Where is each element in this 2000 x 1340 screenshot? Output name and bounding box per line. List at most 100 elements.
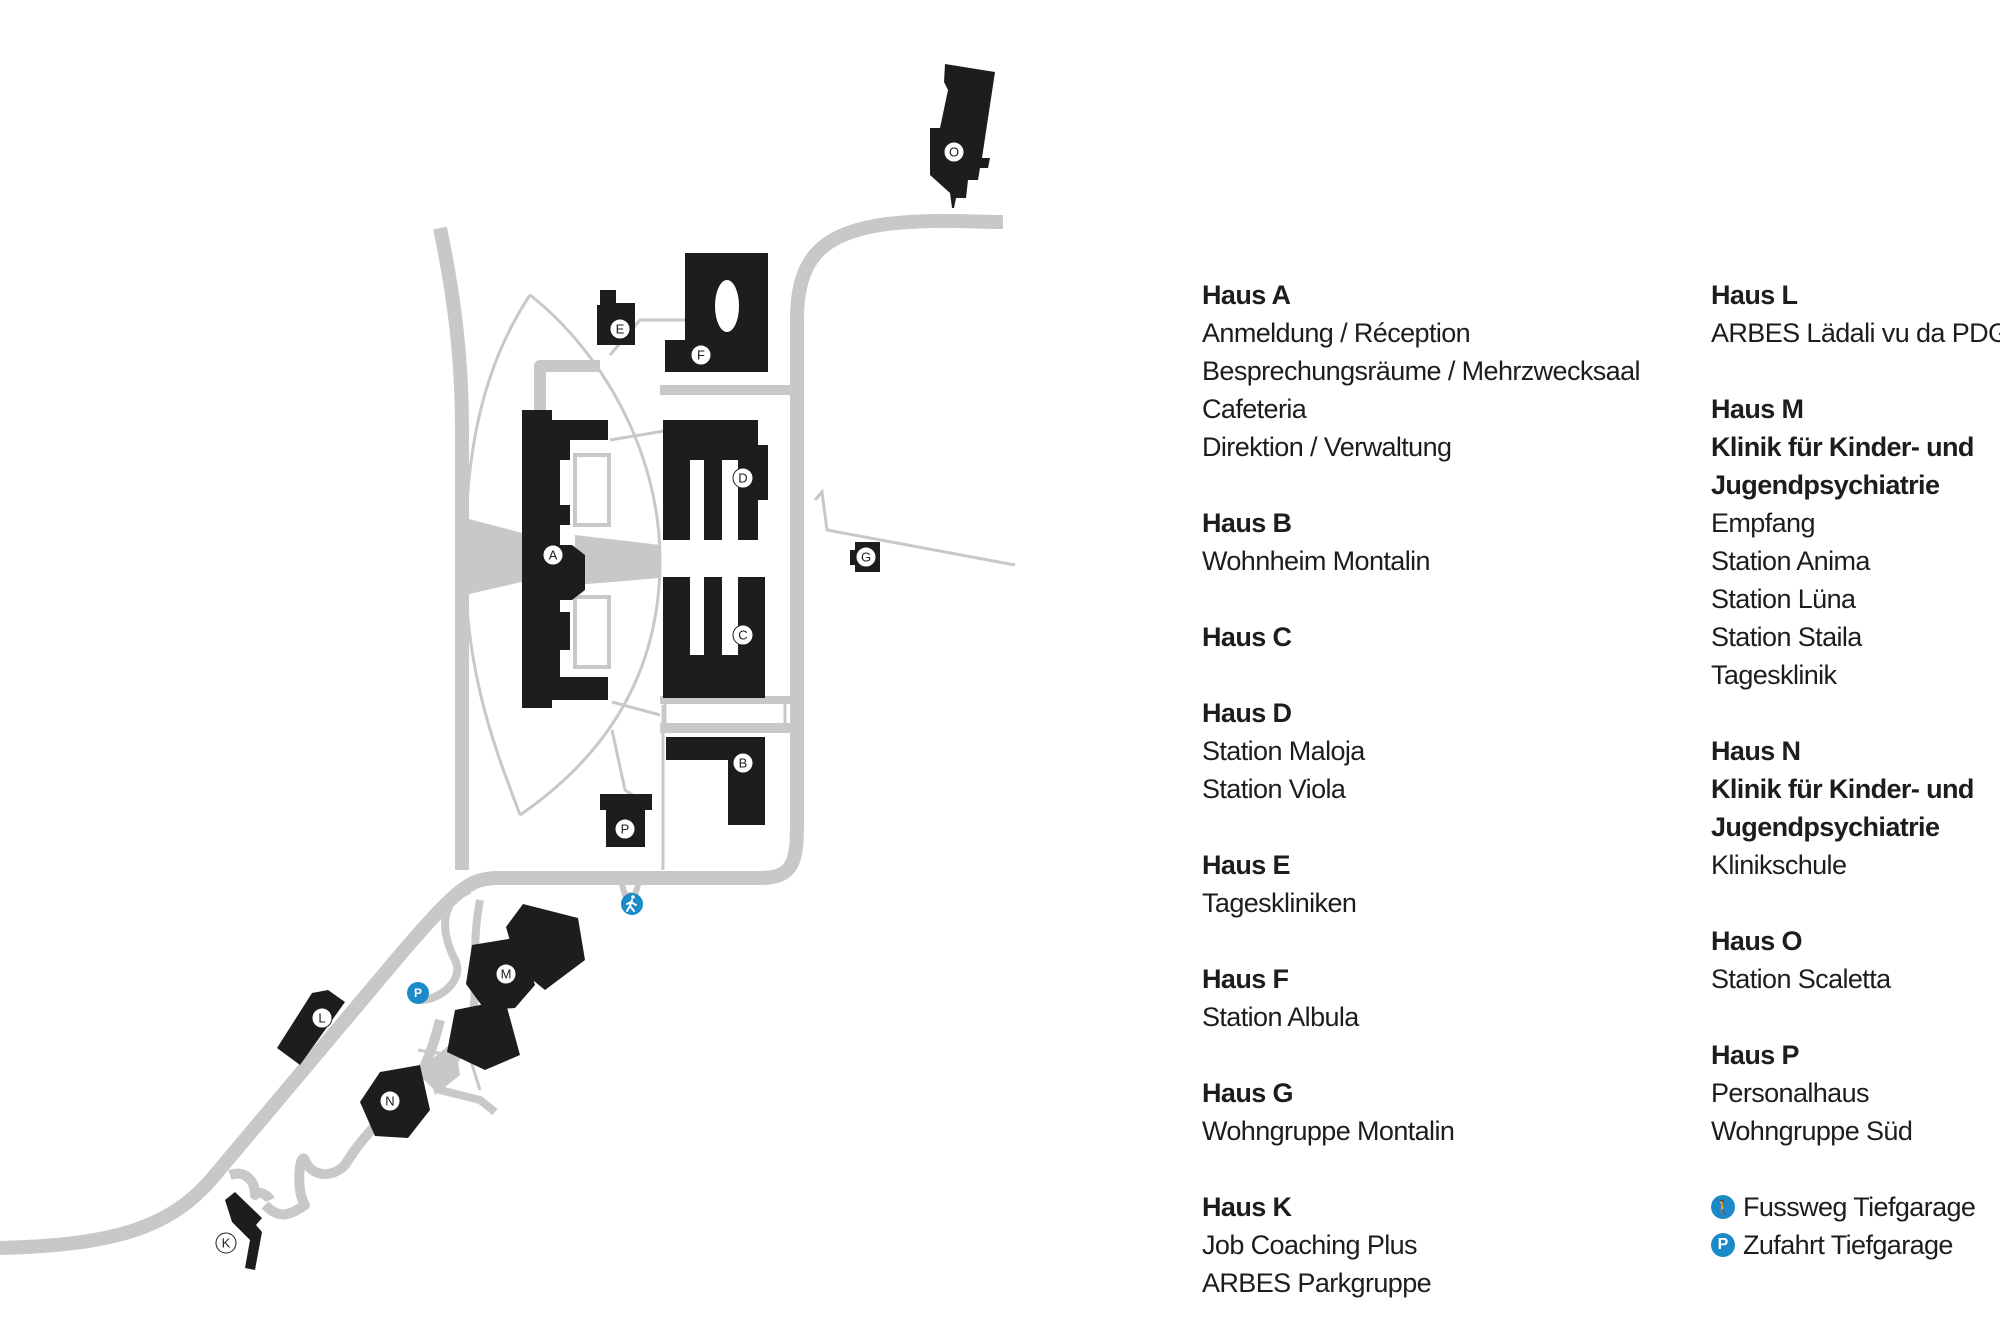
legend-line: Jugendpsychiatrie	[1711, 470, 1940, 500]
legend-line: Jugendpsychiatrie	[1711, 812, 1940, 842]
legend-line: Anmeldung / Réception	[1202, 318, 1471, 348]
legend-line: Job Coaching Plus	[1202, 1230, 1418, 1260]
svg-text:M: M	[501, 967, 512, 982]
legend-heading: Haus E	[1202, 850, 1291, 880]
legend-heading: Haus K	[1202, 1192, 1292, 1222]
legend-line: Wohngruppe Süd	[1711, 1116, 1913, 1146]
svg-text:P: P	[414, 986, 422, 1000]
legend-line: Station Scaletta	[1711, 964, 1891, 994]
legend-symbol-row: 🚶 Fussweg Tiefgarage	[1711, 1188, 2000, 1226]
legend-symbol-label: Fussweg Tiefgarage	[1743, 1192, 1976, 1222]
svg-text:K: K	[222, 1236, 231, 1251]
building-k[interactable]	[225, 1192, 262, 1270]
building-d[interactable]	[663, 420, 768, 540]
legend-line: Klinik für Kinder- und	[1711, 432, 1974, 462]
legend-symbol-label: Zufahrt Tiefgarage	[1743, 1230, 1953, 1260]
label-l: L	[311, 1007, 333, 1029]
parking-marker: P	[407, 982, 429, 1004]
label-o: O	[943, 141, 965, 163]
legend-column-2: Haus L ARBES Lädali vu da PDGR Haus M Klini…	[1711, 276, 2000, 1264]
building-labels: A D C B F E O G P M N L K	[215, 141, 965, 1254]
svg-text:E: E	[616, 322, 625, 337]
legend-heading: Haus D	[1202, 698, 1292, 728]
svg-text:L: L	[318, 1011, 325, 1026]
parking-icon: P	[1711, 1233, 1735, 1257]
legend-line: Station Anima	[1711, 546, 1870, 576]
legend-symbol-row: P Zufahrt Tiefgarage	[1711, 1226, 2000, 1264]
legend-line: Station Maloja	[1202, 736, 1365, 766]
legend-heading: Haus M	[1711, 394, 1804, 424]
campus-map: A D C B F E O G P M N L K P	[0, 64, 1016, 1270]
legend-line: Personalhaus	[1711, 1078, 1870, 1108]
label-n: N	[379, 1090, 401, 1112]
svg-text:B: B	[739, 756, 748, 771]
legend-heading: Haus A	[1202, 280, 1291, 310]
legend-line: Klinikschule	[1711, 850, 1847, 880]
svg-text:F: F	[697, 348, 705, 363]
label-k: K	[215, 1232, 237, 1254]
legend-line: Direktion / Verwaltung	[1202, 432, 1452, 462]
legend-heading: Haus P	[1711, 1040, 1800, 1070]
legend-line: Klinik für Kinder- und	[1711, 774, 1974, 804]
legend-entry: Haus F Station Albula	[1202, 960, 1672, 1036]
legend-heading: Haus B	[1202, 508, 1292, 538]
legend-heading: Haus F	[1202, 964, 1289, 994]
legend-entry: Haus L ARBES Lädali vu da PDGR	[1711, 276, 2000, 352]
legend-line: Wohnheim Montalin	[1202, 546, 1431, 576]
label-d: D	[732, 467, 754, 489]
label-a: A	[542, 544, 564, 566]
svg-text:N: N	[385, 1094, 394, 1109]
road-network	[0, 213, 1004, 1255]
legend-line: Wohngruppe Montalin	[1202, 1116, 1455, 1146]
building-o[interactable]	[930, 64, 995, 208]
svg-text:D: D	[738, 471, 747, 486]
legend-heading: Haus N	[1711, 736, 1801, 766]
legend-line: Empfang	[1711, 508, 1815, 538]
legend-line: Station Albula	[1202, 1002, 1359, 1032]
pedestrian-icon	[626, 895, 637, 912]
footpath-marker	[621, 893, 643, 915]
label-f: F	[690, 344, 712, 366]
svg-text:C: C	[738, 628, 747, 643]
legend-heading: Haus G	[1202, 1078, 1294, 1108]
legend-line: Besprechungsräume / Mehrzwecksaal	[1202, 356, 1641, 386]
legend-heading: Haus O	[1711, 926, 1803, 956]
building-b[interactable]	[666, 737, 765, 825]
legend-line: ARBES Lädali vu da PDGR	[1711, 318, 2000, 348]
label-g: G	[855, 546, 877, 568]
building-c[interactable]	[663, 577, 765, 698]
label-m: M	[495, 963, 517, 985]
svg-text:A: A	[549, 548, 558, 563]
plaza	[417, 293, 1016, 1095]
svg-text:O: O	[949, 145, 959, 160]
legend-line: Station Lüna	[1711, 584, 1856, 614]
label-p: P	[614, 818, 636, 840]
legend-line: Tageskliniken	[1202, 888, 1357, 918]
buildings	[225, 64, 995, 1270]
legend-heading: Haus L	[1711, 280, 1798, 310]
label-e: E	[609, 318, 631, 340]
legend-line: ARBES Parkgruppe	[1202, 1268, 1432, 1298]
label-b: B	[732, 752, 754, 774]
legend-line: Station Viola	[1202, 774, 1346, 804]
building-a[interactable]	[522, 410, 608, 708]
building-l[interactable]	[277, 990, 345, 1065]
pedestrian-icon: 🚶	[1711, 1195, 1735, 1219]
legend-entry: Haus C	[1202, 618, 1672, 656]
legend-line: Station Staila	[1711, 622, 1862, 652]
svg-text:P: P	[621, 822, 630, 837]
legend-line: Tagesklinik	[1711, 660, 1837, 690]
legend-entry: Haus B Wohnheim Montalin	[1202, 504, 1672, 580]
legend-entry: Haus E Tageskliniken	[1202, 846, 1672, 922]
label-c: C	[732, 624, 754, 646]
building-m-3[interactable]	[447, 1000, 520, 1070]
legend-line: Cafeteria	[1202, 394, 1307, 424]
